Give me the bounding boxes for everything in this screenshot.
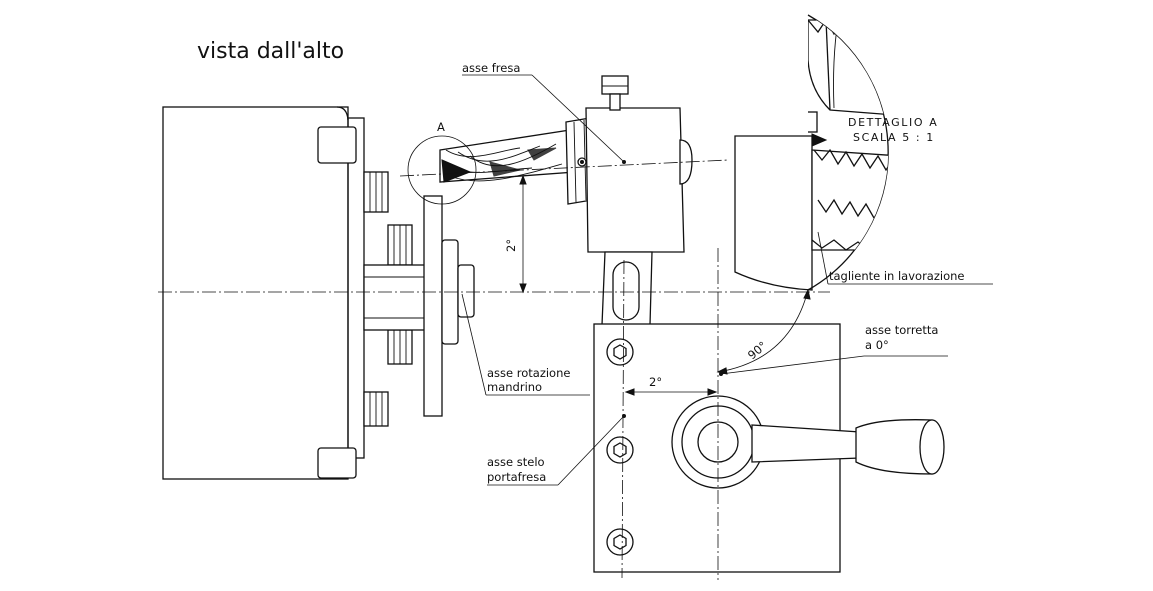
label-asse-rotazione-2: mandrino	[487, 380, 542, 394]
callout-tagliente: tagliente in lavorazione	[817, 231, 993, 285]
label-asse-rotazione-1: asse rotazione	[487, 366, 570, 380]
label-asse-fresa: asse fresa	[462, 61, 520, 75]
dimension-2-degrees-vertical: 2°	[504, 174, 527, 294]
dimension-2-degrees-horizontal: 2°	[624, 375, 718, 396]
label-asse-torretta-1: asse torretta	[865, 323, 938, 337]
tool-turret	[593, 323, 945, 573]
face-plate	[423, 195, 475, 417]
callout-asse-torretta: asse torretta a 0°	[719, 323, 948, 376]
label-asse-stelo-1: asse stelo	[487, 455, 545, 469]
centre-lines	[158, 159, 830, 580]
milling-cutter	[439, 117, 593, 205]
workpiece	[734, 135, 813, 291]
callout-asse-fresa: asse fresa	[462, 61, 626, 164]
detail-marker-a: A	[407, 120, 477, 205]
label-tagliente: tagliente in lavorazione	[829, 269, 964, 283]
callout-asse-stelo: asse stelo portafresa	[487, 414, 626, 486]
callout-asse-rotazione: asse rotazione mandrino	[461, 293, 590, 396]
detail-a-view: DETTAGLIO A SCALA 5 : 1	[807, 14, 938, 291]
detail-scale: SCALA 5 : 1	[853, 131, 935, 144]
detail-marker-label: A	[437, 120, 445, 134]
tool-holder	[585, 75, 693, 326]
label-asse-stelo-2: portafresa	[487, 470, 546, 484]
lathe-chuck	[162, 106, 427, 480]
angle-horizontal-label: 2°	[649, 375, 662, 389]
drawing-title: vista dall'alto	[197, 39, 344, 64]
detail-title: DETTAGLIO A	[848, 116, 938, 129]
angle-vertical-label: 2°	[504, 239, 518, 252]
label-asse-torretta-2: a 0°	[865, 338, 889, 352]
